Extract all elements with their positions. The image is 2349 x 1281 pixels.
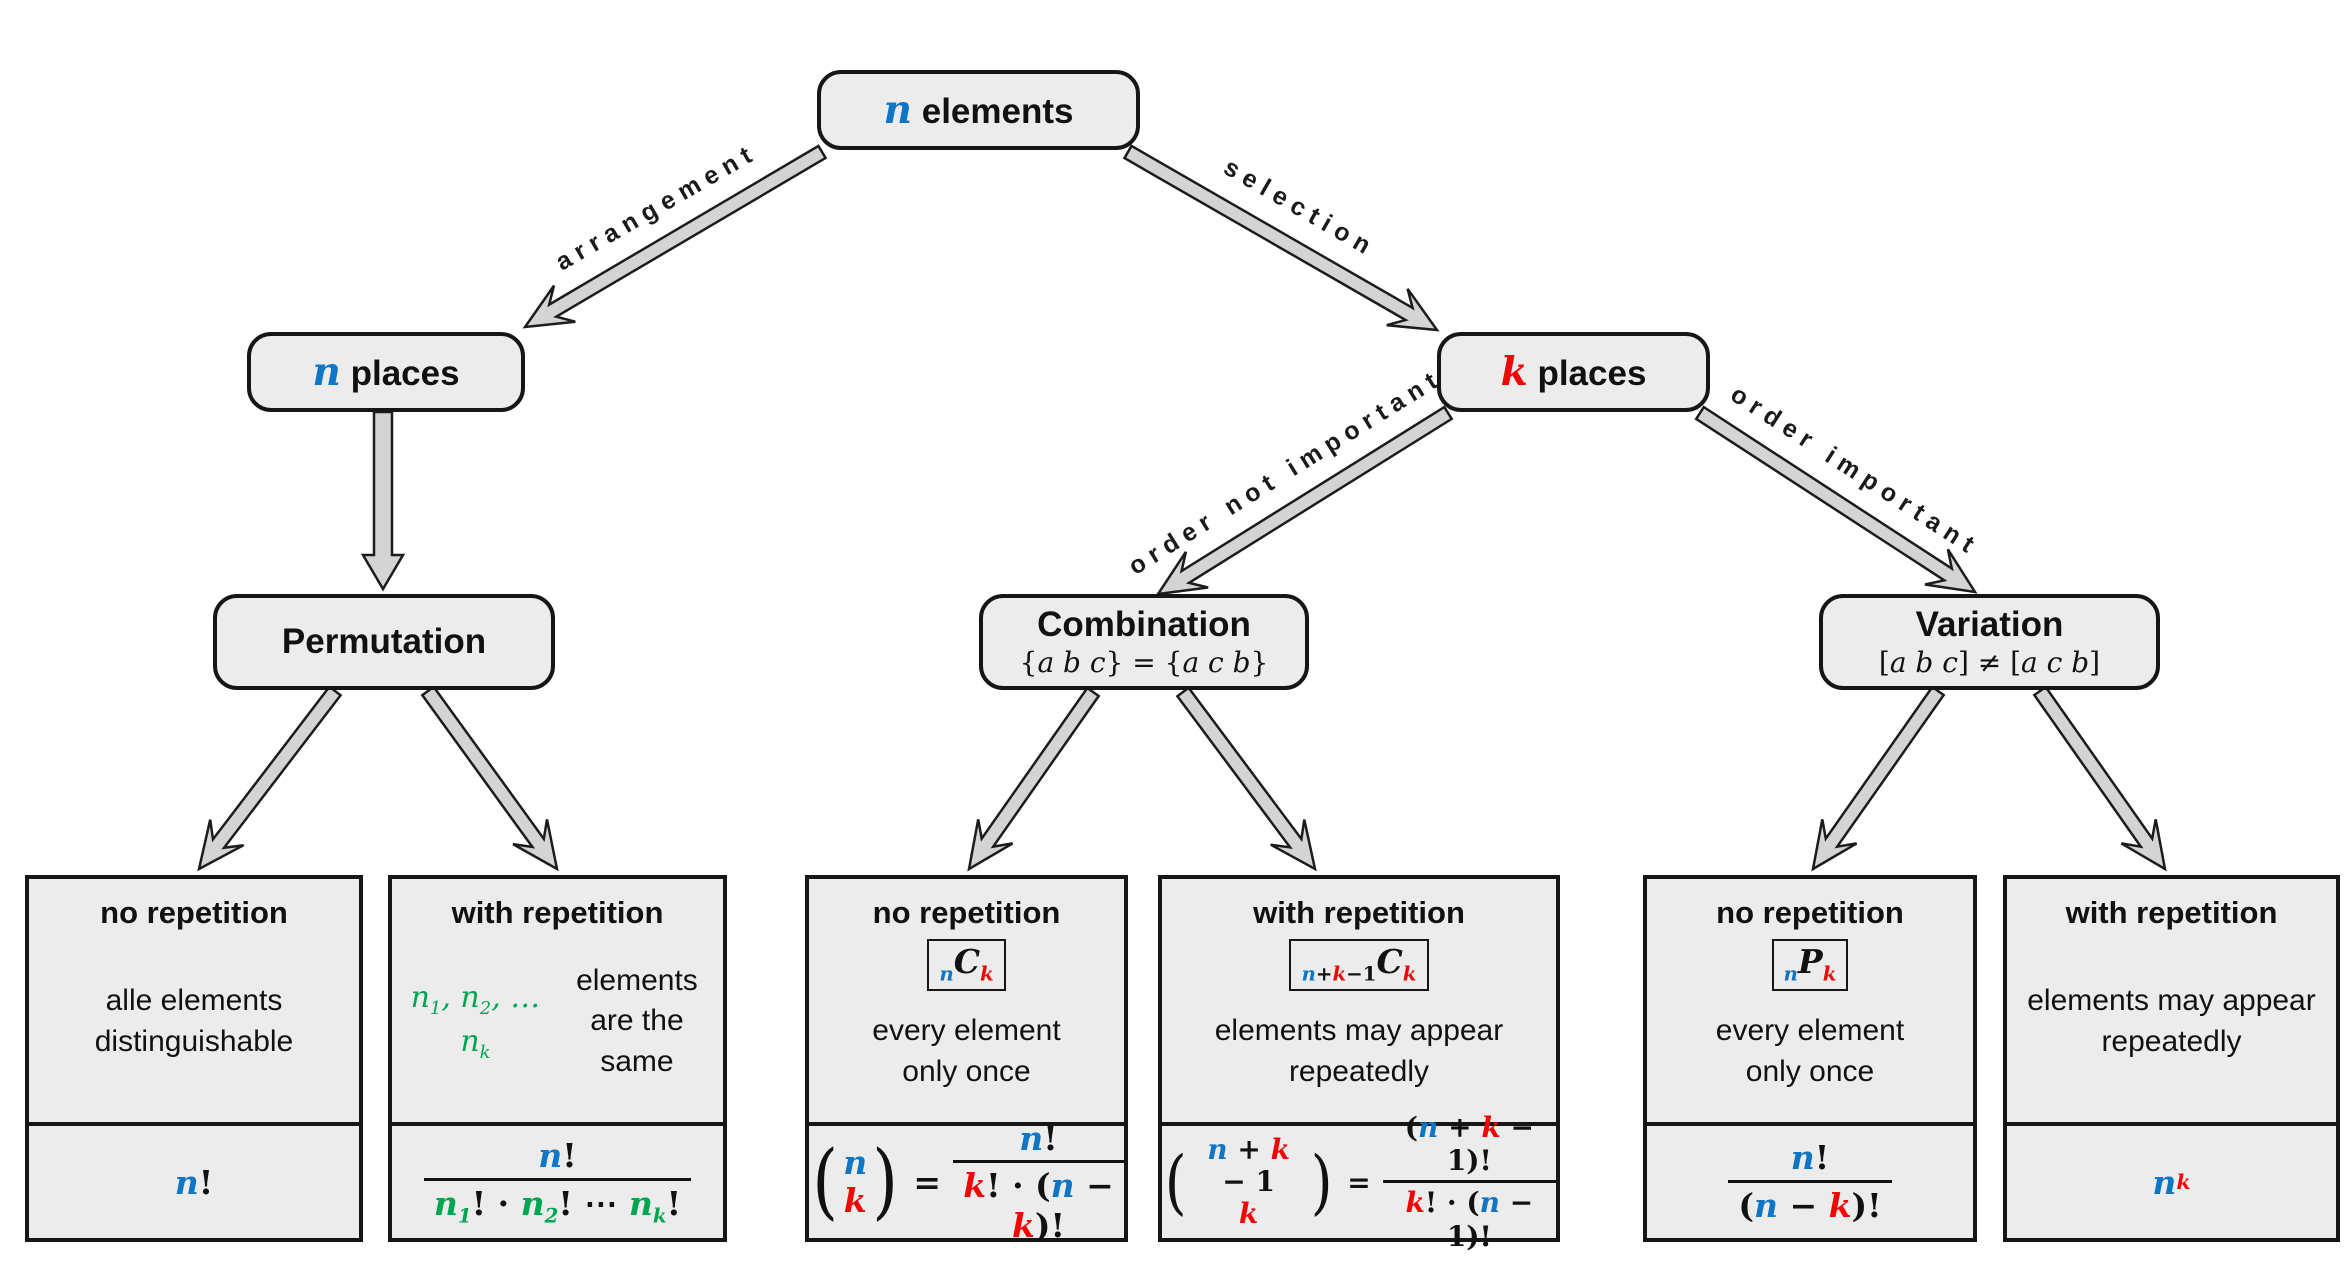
node-k-places: k places: [1437, 332, 1710, 412]
tree-arrow: [1811, 685, 1946, 872]
tree-arrow: [967, 686, 1101, 872]
node-variation: Variation [a b c] ≠ [a c b]: [1819, 594, 2160, 690]
node-combination-title: Combination: [1037, 605, 1251, 644]
tree-arrow: [1175, 686, 1317, 872]
tree-arrow: [420, 685, 559, 872]
card-formula: n!: [29, 1122, 359, 1238]
tree-arrow: [1155, 405, 1454, 596]
formula-badge: nCk: [927, 939, 1006, 992]
node-n-elements: n elements: [817, 70, 1140, 150]
node-n-places: n places: [247, 332, 525, 412]
node-combination: Combination {a b c} = {a c b}: [979, 594, 1309, 690]
card-title: no repetition: [100, 895, 288, 930]
formula-badge: nPk: [1771, 939, 1849, 992]
card-title: with repetition: [451, 895, 664, 930]
card-title: with repetition: [2065, 895, 2278, 930]
card-title: no repetition: [872, 895, 1061, 930]
node-k-places-label: k places: [1500, 349, 1647, 395]
node-n-elements-label: n elements: [883, 87, 1074, 133]
card-formula: n!n1! · n2! ⋯ nk!: [392, 1122, 723, 1238]
tree-arrow: [522, 144, 828, 329]
node-permutation-title: Permutation: [281, 622, 487, 661]
card-top: with repetition n+k−1Ck elements may app…: [1162, 879, 1556, 1122]
node-permutation: Permutation: [213, 594, 555, 690]
formula-badge: n+k−1Ck: [1289, 939, 1429, 992]
tree-arrow: [197, 685, 343, 872]
card-combination-with-repetition: with repetition n+k−1Ck elements may app…: [1158, 875, 1560, 1253]
card-title: no repetition: [1716, 895, 1904, 930]
tree-arrow: [360, 410, 406, 592]
card-title: with repetition: [1253, 895, 1465, 930]
tree-arrow: [2032, 685, 2167, 872]
node-variation-subtitle: [a b c] ≠ [a c b]: [1878, 646, 2101, 679]
node-variation-title: Variation: [1915, 605, 2064, 644]
card-formula: n!(n − k)!: [1647, 1122, 1973, 1238]
node-combination-subtitle: {a b c} = {a c b}: [1019, 646, 1269, 679]
tree-arrow: [1122, 144, 1440, 332]
tree-arrow: [1694, 405, 1978, 594]
node-n-places-label: n places: [312, 349, 460, 395]
